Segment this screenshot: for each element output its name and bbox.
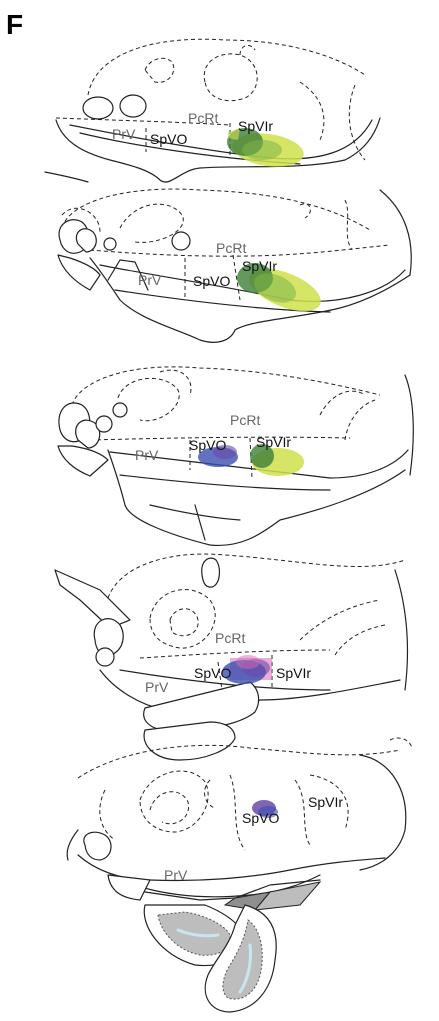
section-5-lateral-outline (360, 755, 406, 870)
section-3-tract-line (120, 475, 330, 490)
section-3: PcRt PrV SpVO SpVIr (58, 367, 413, 546)
section-5-body (108, 875, 150, 900)
section-4-nucleus-outline (170, 609, 198, 636)
section-4-label-prv: PrV (145, 679, 169, 695)
section-1-label-prv: PrV (112, 126, 136, 142)
section-5-left-outline (67, 830, 78, 860)
section-4: PcRt PrV SpVO SpVIr (55, 554, 408, 760)
section-1-fiber-bundle (120, 95, 146, 117)
section-1-tract-outline (240, 45, 255, 55)
section-2-label-prv: PrV (138, 272, 162, 288)
section-1: PcRt PrV SpVO SpVIr (45, 39, 380, 182)
section-5-label-spvo: SpVO (242, 810, 279, 826)
section-4-label-spvo: SpVO (194, 665, 231, 681)
section-1-nucleus-outline (204, 54, 257, 101)
section-3-fiber-bundle (96, 416, 112, 432)
section-3-nucleus-outline (118, 378, 179, 420)
section-3-label-spvo: SpVO (189, 437, 226, 453)
section-3-label-spvir: SpVIr (256, 434, 291, 450)
section-2: PcRt PrV SpVO SpVIr (58, 189, 411, 342)
section-2-label-pcrt: PcRt (216, 240, 246, 256)
section-5-fiber-bundle (84, 832, 111, 860)
section-1-fiber-bundle (83, 97, 113, 119)
section-1-tract-outline (349, 85, 365, 160)
section-1-nucleus-outline (145, 58, 174, 82)
section-3-tract-outline (345, 400, 375, 440)
section-5: PrV SpVO SpVIr (67, 738, 412, 1012)
section-2-lateral-outline (380, 190, 411, 275)
section-3-label-pcrt: PcRt (230, 412, 260, 428)
section-2-dorsal-outline (62, 189, 370, 230)
section-3-body (58, 446, 108, 476)
section-4-tract-outline (335, 625, 385, 655)
section-1-label-spvo: SpVO (150, 131, 187, 147)
section-2-fiber-bundle (172, 232, 190, 250)
section-5-nucleus-outline (150, 792, 189, 824)
section-4-pink-site (236, 655, 260, 669)
section-5-label-prv: PrV (164, 867, 188, 883)
section-5-lateral-outline (390, 738, 412, 748)
section-3-lateral-outline (405, 375, 413, 475)
section-2-fiber-bundle (104, 238, 116, 250)
section-2-tract-outline (300, 204, 310, 218)
section-2-label-spvo: SpVO (193, 273, 230, 289)
section-5-label-spvir: SpVIr (308, 794, 343, 810)
section-2-body (58, 255, 100, 290)
section-5-tract-outline (295, 780, 310, 845)
section-1-dorsal-outline (88, 39, 365, 95)
section-4-tract-outline (300, 600, 380, 640)
section-4-wedge (55, 570, 130, 628)
section-3-tract-line (150, 505, 240, 520)
section-3-dorsal-outline (72, 367, 380, 405)
section-1-label-pcrt: PcRt (188, 110, 218, 126)
section-4-nucleus-outline (150, 590, 215, 649)
panel-letter: F (6, 9, 23, 40)
section-4-fiber-bundle (96, 648, 114, 666)
section-1-ventral-outline (56, 118, 380, 182)
section-3-tract-line (195, 505, 205, 540)
section-1-tract-line (45, 172, 88, 182)
section-1-label-spvir: SpVIr (238, 118, 273, 134)
section-3-label-prv: PrV (135, 447, 159, 463)
section-5-tract-outline (205, 780, 215, 808)
section-5-tract-outline (100, 790, 115, 840)
section-4-pcrt-border (140, 650, 330, 658)
section-4-lateral-outline (395, 570, 408, 690)
section-4-dorsal-outline (108, 554, 405, 598)
section-5-dorsal-outline (78, 745, 400, 778)
section-4-fiber-bundle (202, 558, 220, 587)
section-2-tract-outline (345, 200, 352, 250)
section-2-label-spvir: SpVIr (242, 258, 277, 274)
section-3-fiber-bundle (113, 403, 127, 417)
section-1-mid-green-site (242, 140, 282, 160)
section-3-nucleus-outline (160, 370, 191, 395)
section-1-tract-outline (300, 82, 324, 140)
section-4-label-spvir: SpVIr (276, 665, 311, 681)
section-4-label-pcrt: PcRt (215, 630, 245, 646)
